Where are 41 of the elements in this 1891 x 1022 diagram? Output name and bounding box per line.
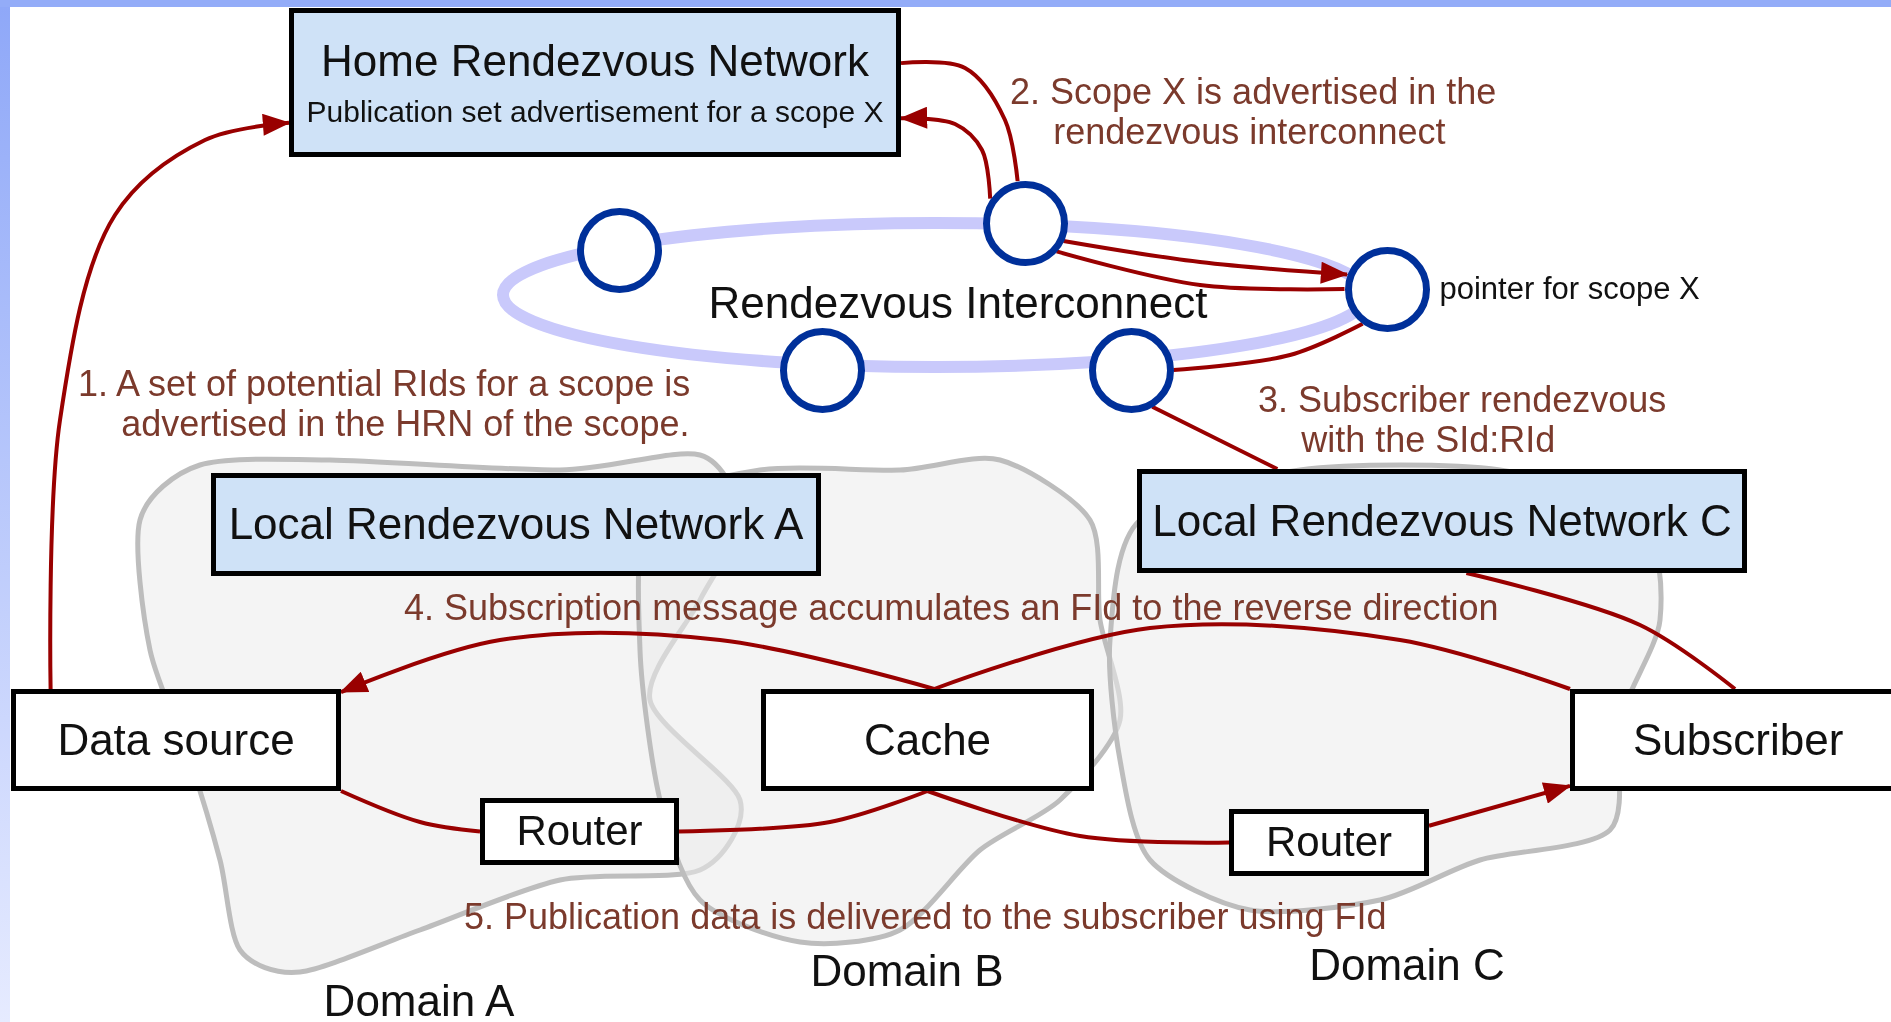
connector-line — [1173, 322, 1364, 372]
step-annotation: 3. Subscriber rendezvous with the SId:RId — [1258, 380, 1668, 460]
connector-line — [926, 789, 1230, 845]
box-title: Cache — [863, 716, 992, 764]
box-title: Router — [1265, 820, 1393, 865]
connector-line — [1056, 249, 1345, 292]
box-title: Data source — [57, 716, 295, 764]
step-annotation: 4. Subscription message accumulates an FId to the reverse direction — [404, 588, 1500, 628]
connector-line — [1465, 571, 1737, 691]
step-annotation: 2. Scope X is advertised in the rendezvous interconnect — [1010, 72, 1498, 152]
device-box — [761, 689, 1094, 791]
box-title: Local Rendezvous Network C — [1152, 497, 1732, 545]
domain-label: Domain C — [1308, 944, 1506, 986]
connector-line — [1151, 405, 1279, 471]
diagram-label: Rendezvous Interconnect — [707, 280, 1209, 326]
box-title: Local Rendezvous Network A — [228, 501, 804, 548]
device-box — [1570, 689, 1891, 791]
network-box — [211, 473, 821, 576]
arrow — [1063, 239, 1349, 284]
connector-line — [678, 789, 929, 834]
network-box — [1137, 469, 1747, 573]
arrow — [48, 113, 291, 690]
connector-line — [900, 60, 1020, 182]
connector-line — [933, 622, 1571, 691]
box-title: Router — [516, 809, 643, 854]
arrow — [1428, 782, 1572, 828]
device-box — [11, 689, 341, 791]
step-annotation: 1. A set of potential RIds for a scope is advertised in the HRN of the scope. — [78, 364, 692, 444]
box-title: Home Rendezvous Network — [321, 37, 869, 84]
box-subtitle: Publication set advertisement for a scope X — [306, 95, 884, 128]
connector-line — [340, 789, 481, 834]
network-box — [289, 8, 901, 157]
step-annotation: 5. Publication data is delivered to the subscriber using FId — [464, 897, 1388, 937]
box-title: Subscriber — [1633, 716, 1844, 764]
arrow — [899, 106, 993, 199]
node-caption: pointer for scope X — [1439, 271, 1700, 307]
device-box — [480, 798, 679, 865]
device-box — [1229, 809, 1429, 876]
domain-label: Domain A — [322, 980, 516, 1022]
arrow — [339, 630, 935, 694]
domain-label: Domain B — [809, 950, 1005, 992]
